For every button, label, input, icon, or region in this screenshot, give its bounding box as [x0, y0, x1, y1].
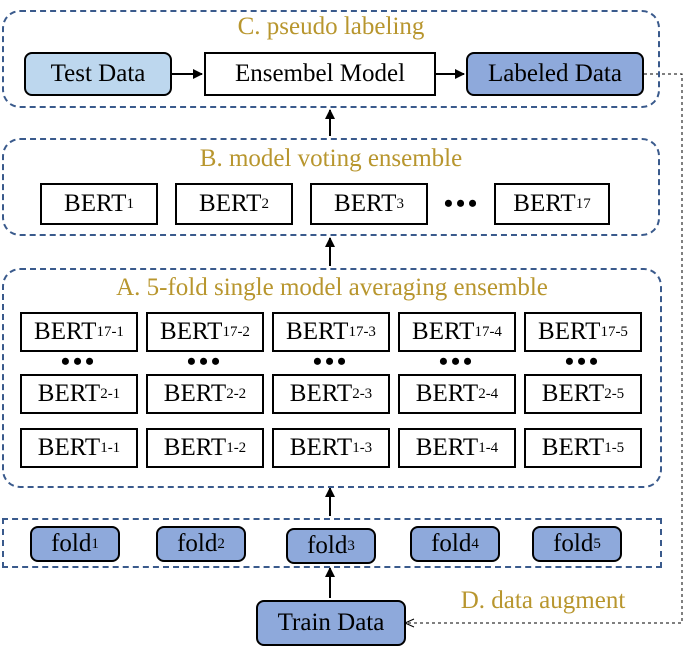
panel-pseudo-labeling	[2, 10, 660, 108]
avg-ellipsis-4: •••	[438, 347, 476, 376]
labeled-data-box: Labeled Data	[466, 52, 644, 96]
panel-folds	[2, 518, 662, 568]
title-model-voting: B. model voting ensemble	[199, 145, 463, 172]
avg-ellipsis-5: •••	[564, 347, 602, 376]
ensemble-model-box: Ensembel Model	[204, 52, 436, 96]
panel-averaging-ensemble	[2, 268, 662, 488]
avg-ellipsis-3: •••	[312, 347, 350, 376]
test-data-box: Test Data	[24, 52, 172, 96]
train-data-box: Train Data	[256, 600, 406, 646]
title-data-augment: D. data augment	[460, 587, 626, 614]
voting-ellipsis: •••	[443, 189, 481, 218]
avg-ellipsis-2: •••	[186, 347, 224, 376]
panel-model-voting	[2, 138, 660, 236]
title-averaging-ensemble: A. 5-fold single model averaging ensembl…	[116, 274, 548, 301]
dotted-augment-path	[406, 73, 683, 624]
title-pseudo-labeling: C. pseudo labeling	[237, 13, 425, 40]
avg-ellipsis-1: •••	[60, 347, 98, 376]
